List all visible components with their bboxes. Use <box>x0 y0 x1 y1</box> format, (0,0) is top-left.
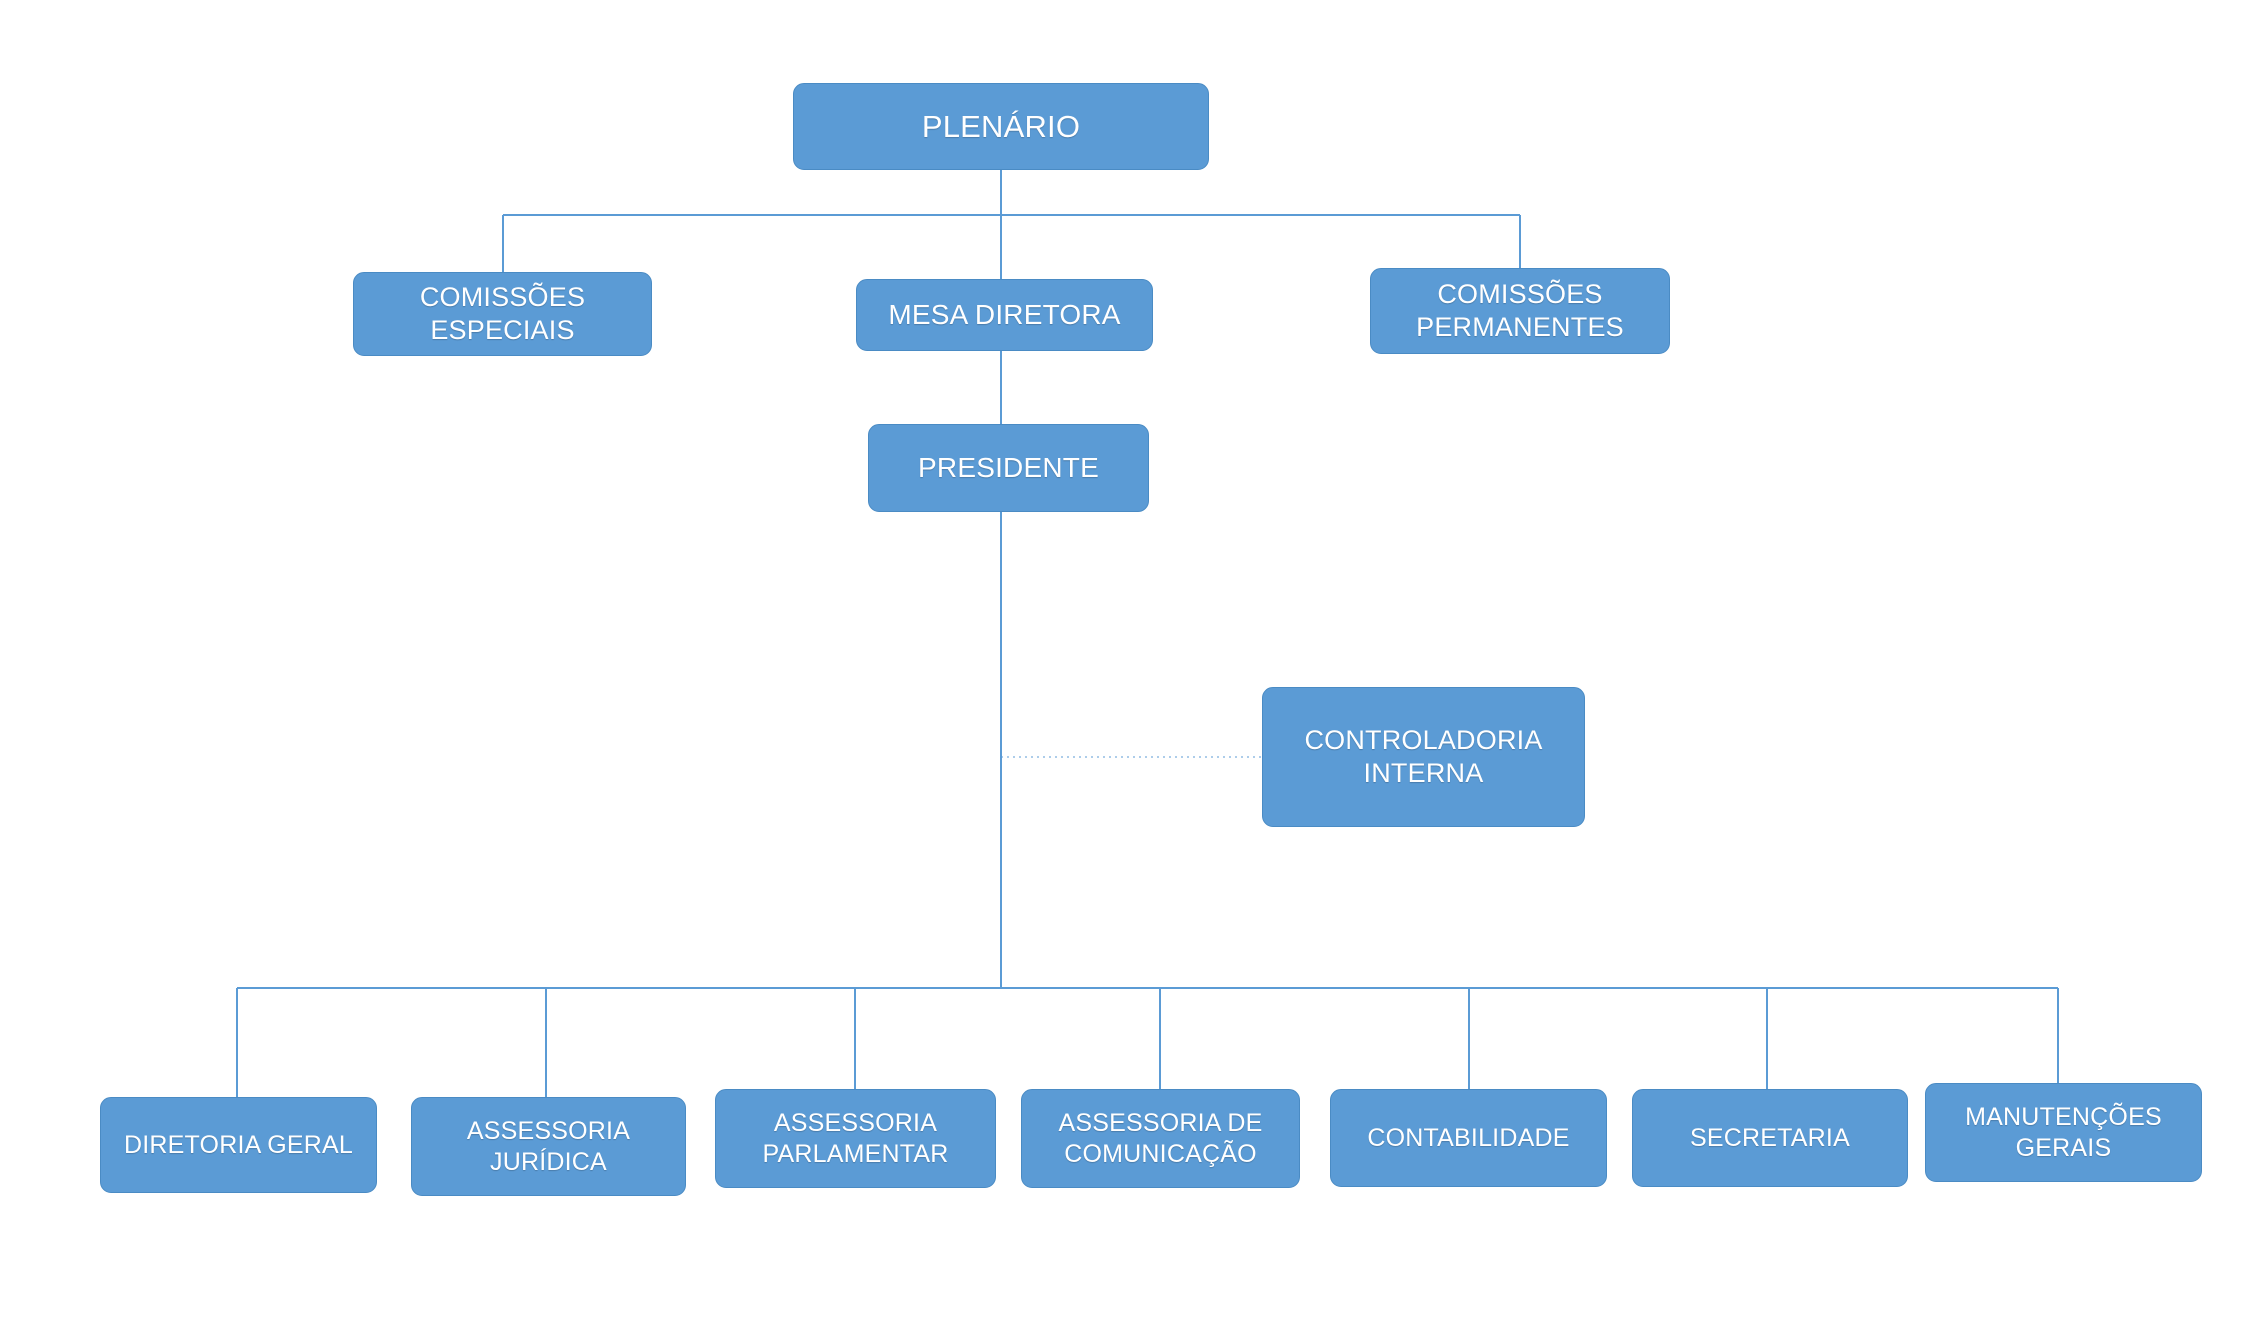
node-comissoes-especiais-label: COMISSÕES ESPECIAIS <box>419 282 586 345</box>
node-plenario-label: PLENÁRIO <box>921 108 1081 144</box>
node-controladoria-interna-label: CONTROLADORIA INTERNA <box>1304 725 1543 788</box>
node-secretaria[interactable]: SECRETARIA <box>1632 1089 1908 1187</box>
node-assessoria-parlamentar-label: ASSESSORIA PARLAMENTAR <box>762 1109 949 1168</box>
node-presidente-label: PRESIDENTE <box>918 451 1099 483</box>
node-assessoria-comunicacao[interactable]: ASSESSORIA DE COMUNICAÇÃO <box>1021 1089 1300 1188</box>
node-assessoria-juridica-label: ASSESSORIA JURÍDICA <box>466 1117 631 1176</box>
node-diretoria-geral[interactable]: DIRETORIA GERAL <box>100 1097 377 1193</box>
node-mesa-diretora[interactable]: MESA DIRETORA <box>856 279 1153 351</box>
node-controladoria-interna[interactable]: CONTROLADORIA INTERNA <box>1262 687 1585 827</box>
node-secretaria-label: SECRETARIA <box>1690 1123 1850 1152</box>
node-plenario[interactable]: PLENÁRIO <box>793 83 1209 170</box>
node-assessoria-parlamentar[interactable]: ASSESSORIA PARLAMENTAR <box>715 1089 996 1188</box>
node-diretoria-geral-label: DIRETORIA GERAL <box>124 1130 353 1159</box>
node-assessoria-juridica[interactable]: ASSESSORIA JURÍDICA <box>411 1097 686 1196</box>
node-comissoes-permanentes-label: COMISSÕES PERMANENTES <box>1416 279 1624 342</box>
node-comissoes-permanentes[interactable]: COMISSÕES PERMANENTES <box>1370 268 1670 354</box>
node-assessoria-comunicacao-label: ASSESSORIA DE COMUNICAÇÃO <box>1058 1109 1263 1168</box>
node-manutencoes-gerais-label: MANUTENÇÕES GERAIS <box>1965 1103 2162 1162</box>
node-contabilidade[interactable]: CONTABILIDADE <box>1330 1089 1607 1187</box>
node-presidente[interactable]: PRESIDENTE <box>868 424 1149 512</box>
node-contabilidade-label: CONTABILIDADE <box>1367 1123 1570 1152</box>
node-manutencoes-gerais[interactable]: MANUTENÇÕES GERAIS <box>1925 1083 2202 1182</box>
node-mesa-diretora-label: MESA DIRETORA <box>888 298 1121 330</box>
node-comissoes-especiais[interactable]: COMISSÕES ESPECIAIS <box>353 272 652 356</box>
